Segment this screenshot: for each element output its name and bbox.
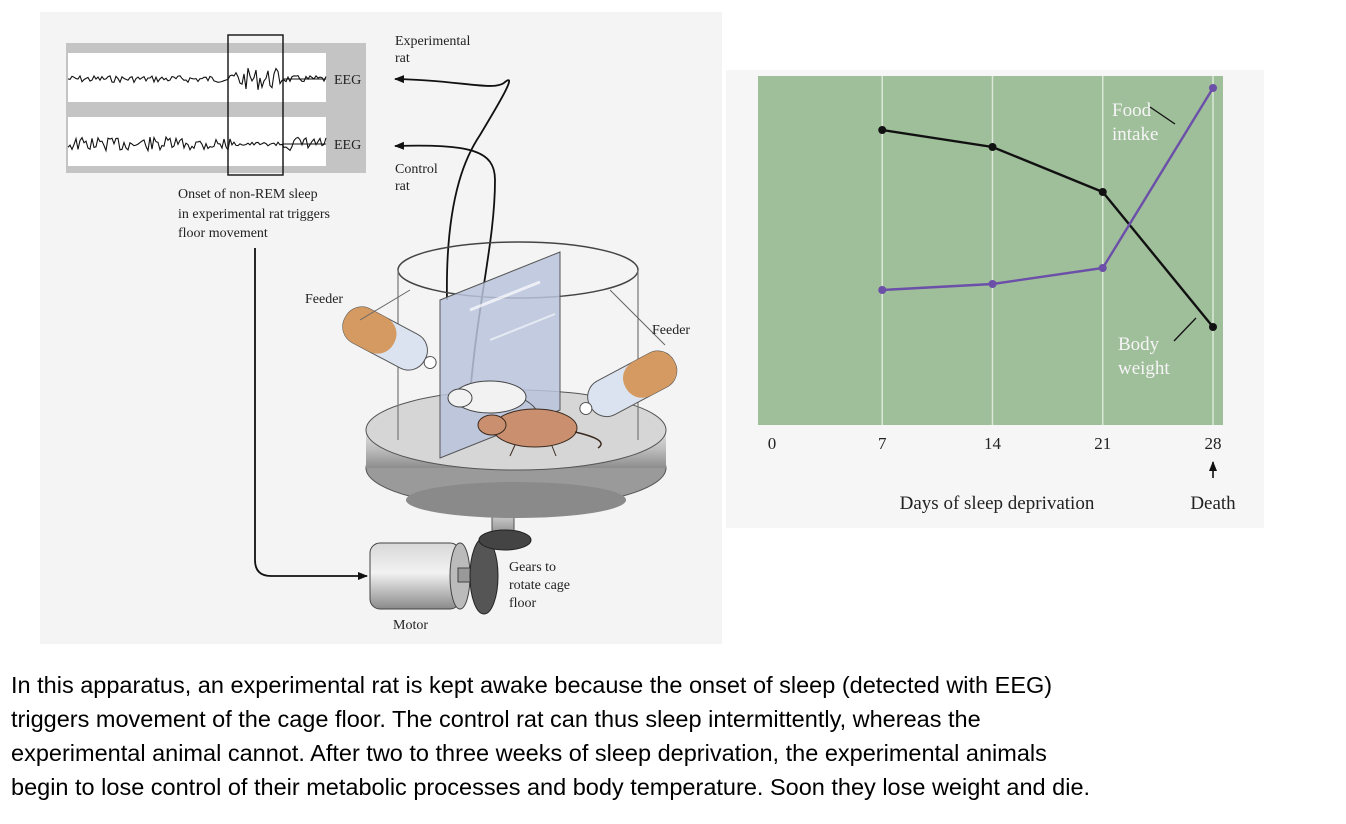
series-layer <box>878 84 1217 331</box>
motor-body <box>369 542 461 610</box>
control-rat-label-1: Control <box>395 162 438 177</box>
x-tick-label: 21 <box>1094 434 1111 453</box>
food-intake-point <box>878 286 887 294</box>
caption-line-4: begin to lose control of their metabolic… <box>11 774 1091 800</box>
feeder-right <box>579 350 678 418</box>
body-weight-line <box>882 128 1214 328</box>
experimental-rat <box>477 408 602 457</box>
floor-gear <box>478 529 532 551</box>
caption-line-2: triggers movement of the cage floor. The… <box>11 706 981 732</box>
caption-line-1: In this apparatus, an experimental rat i… <box>11 672 1053 698</box>
x-tick-label: 0 <box>768 434 777 453</box>
motor-assembly: Motor Gears to rotate cage floor <box>369 529 570 633</box>
x-tick-label: 14 <box>984 434 1002 453</box>
food-intake-leader <box>1149 106 1176 125</box>
body-weight-point <box>878 126 887 134</box>
experimental-wire <box>394 75 511 301</box>
trigger-arrow <box>254 248 368 580</box>
plot-area <box>758 76 1223 425</box>
food-intake-point <box>988 280 997 288</box>
divider-glare-2 <box>489 313 556 341</box>
apparatus-panel: EEG EEG Experimental rat Control rat Ons… <box>40 12 722 644</box>
control-rat-label-2: rat <box>395 179 410 194</box>
body-weight-leader <box>1173 317 1197 342</box>
food-intake-line <box>882 87 1215 292</box>
gears-label-1: Gears to <box>509 560 556 575</box>
body-weight-point <box>988 143 997 151</box>
control-rat <box>447 380 539 426</box>
body-weight-point <box>1209 323 1217 331</box>
food-intake-label-2: intake <box>1112 124 1158 145</box>
food-intake-point <box>1209 84 1217 92</box>
food-intake-label-1: Food <box>1112 100 1152 121</box>
x-tick-label: 7 <box>878 434 887 453</box>
cage: Feeder Feeder <box>305 241 690 536</box>
eeg-label-bottom: EEG <box>334 138 361 153</box>
eeg-label-top: EEG <box>334 73 361 88</box>
gears-label-3: floor <box>509 596 537 611</box>
death-label: Death <box>1190 493 1236 514</box>
feeder-right-label: Feeder <box>652 323 690 338</box>
grid-lines <box>881 76 1214 425</box>
body-weight-label-1: Body <box>1118 334 1160 355</box>
onset-note-2: in experimental rat triggers <box>178 207 330 222</box>
x-tick-label: 28 <box>1205 434 1222 453</box>
experimental-rat-label-1: Experimental <box>395 34 471 49</box>
caption: In this apparatus, an experimental rat i… <box>11 668 1341 804</box>
feeder-right-hanger <box>609 289 666 346</box>
experimental-rat-label-2: rat <box>395 51 410 66</box>
food-intake-point <box>1098 264 1107 272</box>
feeder-left <box>342 306 437 371</box>
motor-label: Motor <box>393 618 428 633</box>
divider-glare <box>469 280 541 312</box>
gears-label-2: rotate cage <box>509 578 570 593</box>
body-weight-label-2: weight <box>1118 358 1170 379</box>
onset-note-3: floor movement <box>178 226 268 241</box>
feeder-left-hanger <box>359 289 411 321</box>
feeder-left-label: Feeder <box>305 292 343 307</box>
x-tick-labels: 0 7 14 21 28 <box>768 434 1222 453</box>
sleep-onset-window <box>227 34 284 176</box>
eeg-recording: EEG EEG <box>66 34 366 176</box>
onset-note-1: Onset of non-REM sleep <box>178 187 318 202</box>
caption-line-3: experimental animal cannot. After two to… <box>11 740 1047 766</box>
body-weight-point <box>1098 188 1107 196</box>
cage-pedestal <box>406 482 626 518</box>
figure: EEG EEG Experimental rat Control rat Ons… <box>40 12 1264 644</box>
chart-panel: 0 7 14 21 28 Food intake Body weight Days of… <box>726 70 1264 528</box>
x-axis-label: Days of sleep deprivation <box>900 493 1095 514</box>
